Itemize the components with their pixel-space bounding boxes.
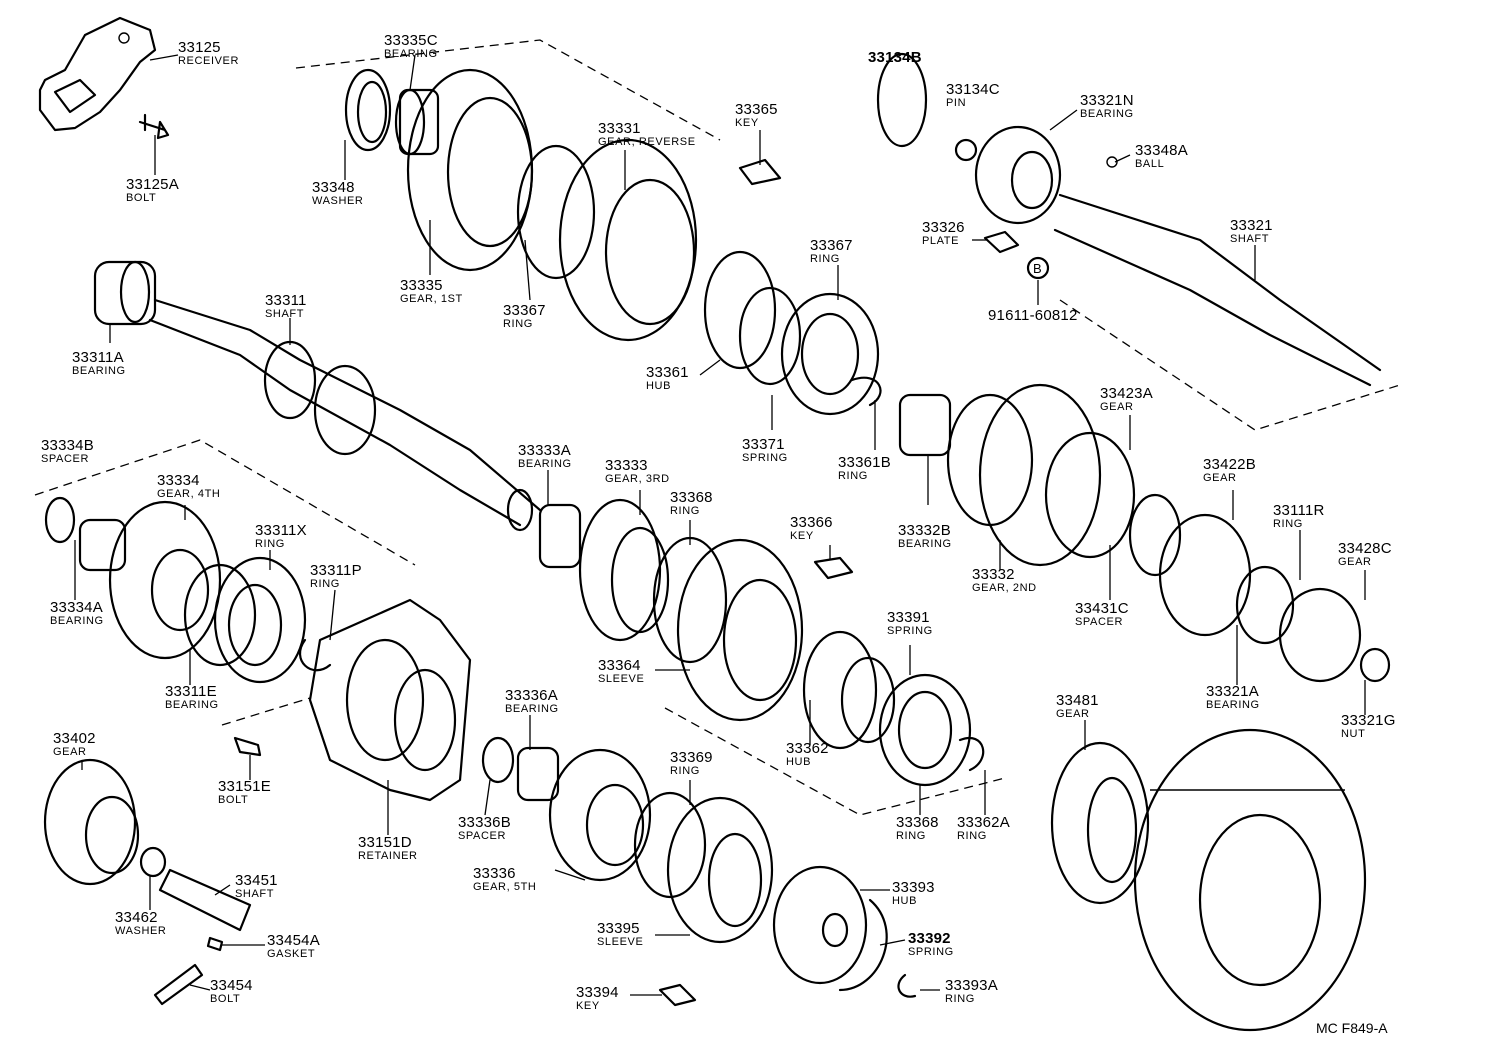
fourth-gear-cluster	[44, 496, 332, 684]
label-33134B: 33134B	[868, 49, 922, 66]
callout-b-text: B	[1033, 261, 1042, 276]
reverse-idler-cluster	[43, 758, 252, 1006]
label-91611-60812: 91611-60812	[988, 307, 1078, 324]
fifth-gear-cluster	[481, 736, 917, 1007]
ring-gear	[1050, 728, 1367, 1032]
group-outlines	[34, 39, 1401, 816]
counter-gear-right-cluster	[898, 383, 1391, 683]
input-shaft-cluster	[93, 260, 542, 532]
callout-b-symbol: B	[1027, 257, 1049, 279]
diagram-code: MC F849-A	[1316, 1020, 1388, 1036]
leader-lines	[74, 54, 1366, 996]
retainer-plate	[233, 598, 472, 802]
receiver-part	[38, 16, 170, 140]
third-gear-synchro-cluster	[538, 498, 985, 787]
counter-shaft-upper-cluster	[344, 68, 882, 416]
